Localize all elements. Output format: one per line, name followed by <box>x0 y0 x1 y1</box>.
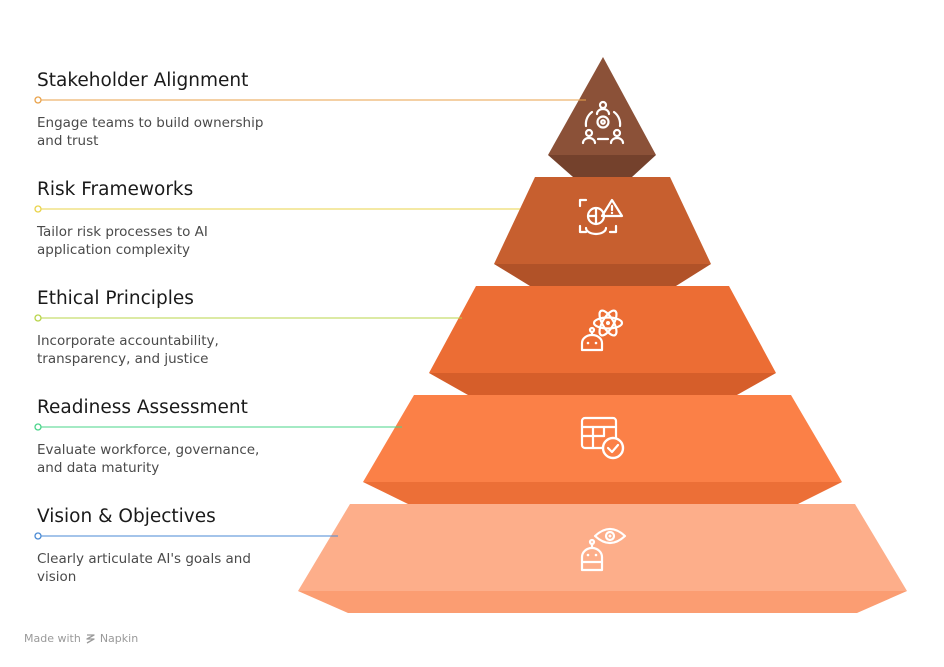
made-with-label: Made with <box>24 632 81 645</box>
level-title: Readiness Assessment <box>37 397 248 418</box>
readiness-icon <box>580 416 625 460</box>
level-title: Risk Frameworks <box>37 179 193 200</box>
level-description: transparency, and justice <box>37 351 208 367</box>
level-label-1: Stakeholder Alignment Engage teams to bu… <box>37 70 263 149</box>
level-label-2: Risk Frameworks Tailor risk processes to… <box>36 179 208 258</box>
napkin-brand-label: Napkin <box>99 632 139 645</box>
made-with-napkin[interactable]: Made with Napkin <box>24 632 138 645</box>
pyramid-tier-3 <box>34 286 776 395</box>
pyramid-tier-2 <box>34 177 711 286</box>
ethics-icon <box>580 309 624 352</box>
pyramid-tier-1 <box>34 57 656 177</box>
level-description: Clearly articulate AI's goals and <box>37 551 251 567</box>
pyramid-tier-5 <box>34 504 907 613</box>
level-title: Stakeholder Alignment <box>37 70 248 91</box>
level-description: and trust <box>37 133 98 149</box>
level-label-4: Readiness Assessment Evaluate workforce,… <box>37 397 259 476</box>
level-label-5: Vision & Objectives Clearly articulate A… <box>37 506 251 585</box>
pyramid-tier-4 <box>34 395 842 504</box>
level-description: vision <box>37 569 76 585</box>
level-description: and data maturity <box>37 460 159 476</box>
napkin-logo-icon <box>86 634 95 644</box>
level-label-3: Ethical Principles Incorporate accountab… <box>37 288 219 367</box>
level-title: Ethical Principles <box>37 288 194 309</box>
level-description: Incorporate accountability, <box>37 333 219 349</box>
level-description: Tailor risk processes to AI <box>36 224 208 240</box>
level-description: Evaluate workforce, governance, <box>37 442 259 458</box>
vision-icon <box>580 527 627 572</box>
risk-icon <box>578 198 624 236</box>
stakeholder-icon <box>581 100 625 145</box>
level-description: application complexity <box>37 242 190 258</box>
level-title: Vision & Objectives <box>37 506 216 527</box>
level-description: Engage teams to build ownership <box>37 115 263 131</box>
